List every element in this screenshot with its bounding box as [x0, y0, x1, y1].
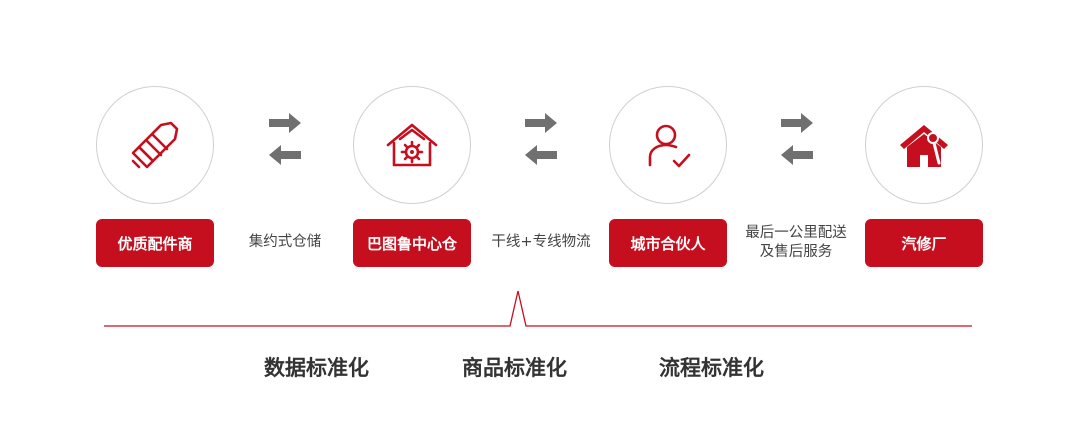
- node-circle-parts-supplier: [96, 86, 214, 204]
- node-circle-city-partner: [609, 86, 727, 204]
- arrow-left-icon: [781, 145, 813, 165]
- arrow-right-icon: [525, 113, 557, 133]
- arrow-right-icon: [269, 113, 301, 133]
- node-label-city-partner: 城市合伙人: [609, 219, 727, 267]
- connector-label-line: 及售后服务: [759, 244, 833, 260]
- node-circle-central-warehouse: [353, 86, 471, 204]
- bidirectional-arrows-1: [265, 110, 305, 170]
- node-label-repair-shop: 汽修厂: [865, 219, 983, 267]
- bidirectional-arrows-2: [521, 110, 561, 170]
- auto-parts-icon: [131, 121, 179, 169]
- pillar-process-standardization: 流程标准化: [659, 356, 764, 380]
- connector-label-line: 最后一公里配送: [745, 225, 847, 241]
- warehouse-icon: [386, 123, 438, 167]
- arrow-left-icon: [525, 145, 557, 165]
- connector-label-logistics: 干线+专线物流: [479, 233, 603, 252]
- connector-label-storage: 集约式仓储: [230, 233, 340, 252]
- connector-label-line: 集约式仓储: [248, 234, 322, 250]
- pillar-product-standardization: 商品标准化: [462, 356, 567, 380]
- partner-user-check-icon: [648, 124, 691, 168]
- node-label-central-warehouse: 巴图鲁中心仓: [353, 219, 471, 267]
- arrow-right-icon: [781, 113, 813, 133]
- arrow-left-icon: [269, 145, 301, 165]
- connector-label-line: 干线+专线物流: [491, 234, 591, 250]
- node-circle-repair-shop: [865, 86, 983, 204]
- node-label-parts-supplier: 优质配件商: [96, 219, 214, 267]
- pillar-data-standardization: 数据标准化: [264, 356, 369, 380]
- connector-label-delivery: 最后一公里配送 及售后服务: [731, 224, 861, 262]
- bidirectional-arrows-3: [777, 110, 817, 170]
- repair-shop-wrench-icon: [900, 125, 948, 167]
